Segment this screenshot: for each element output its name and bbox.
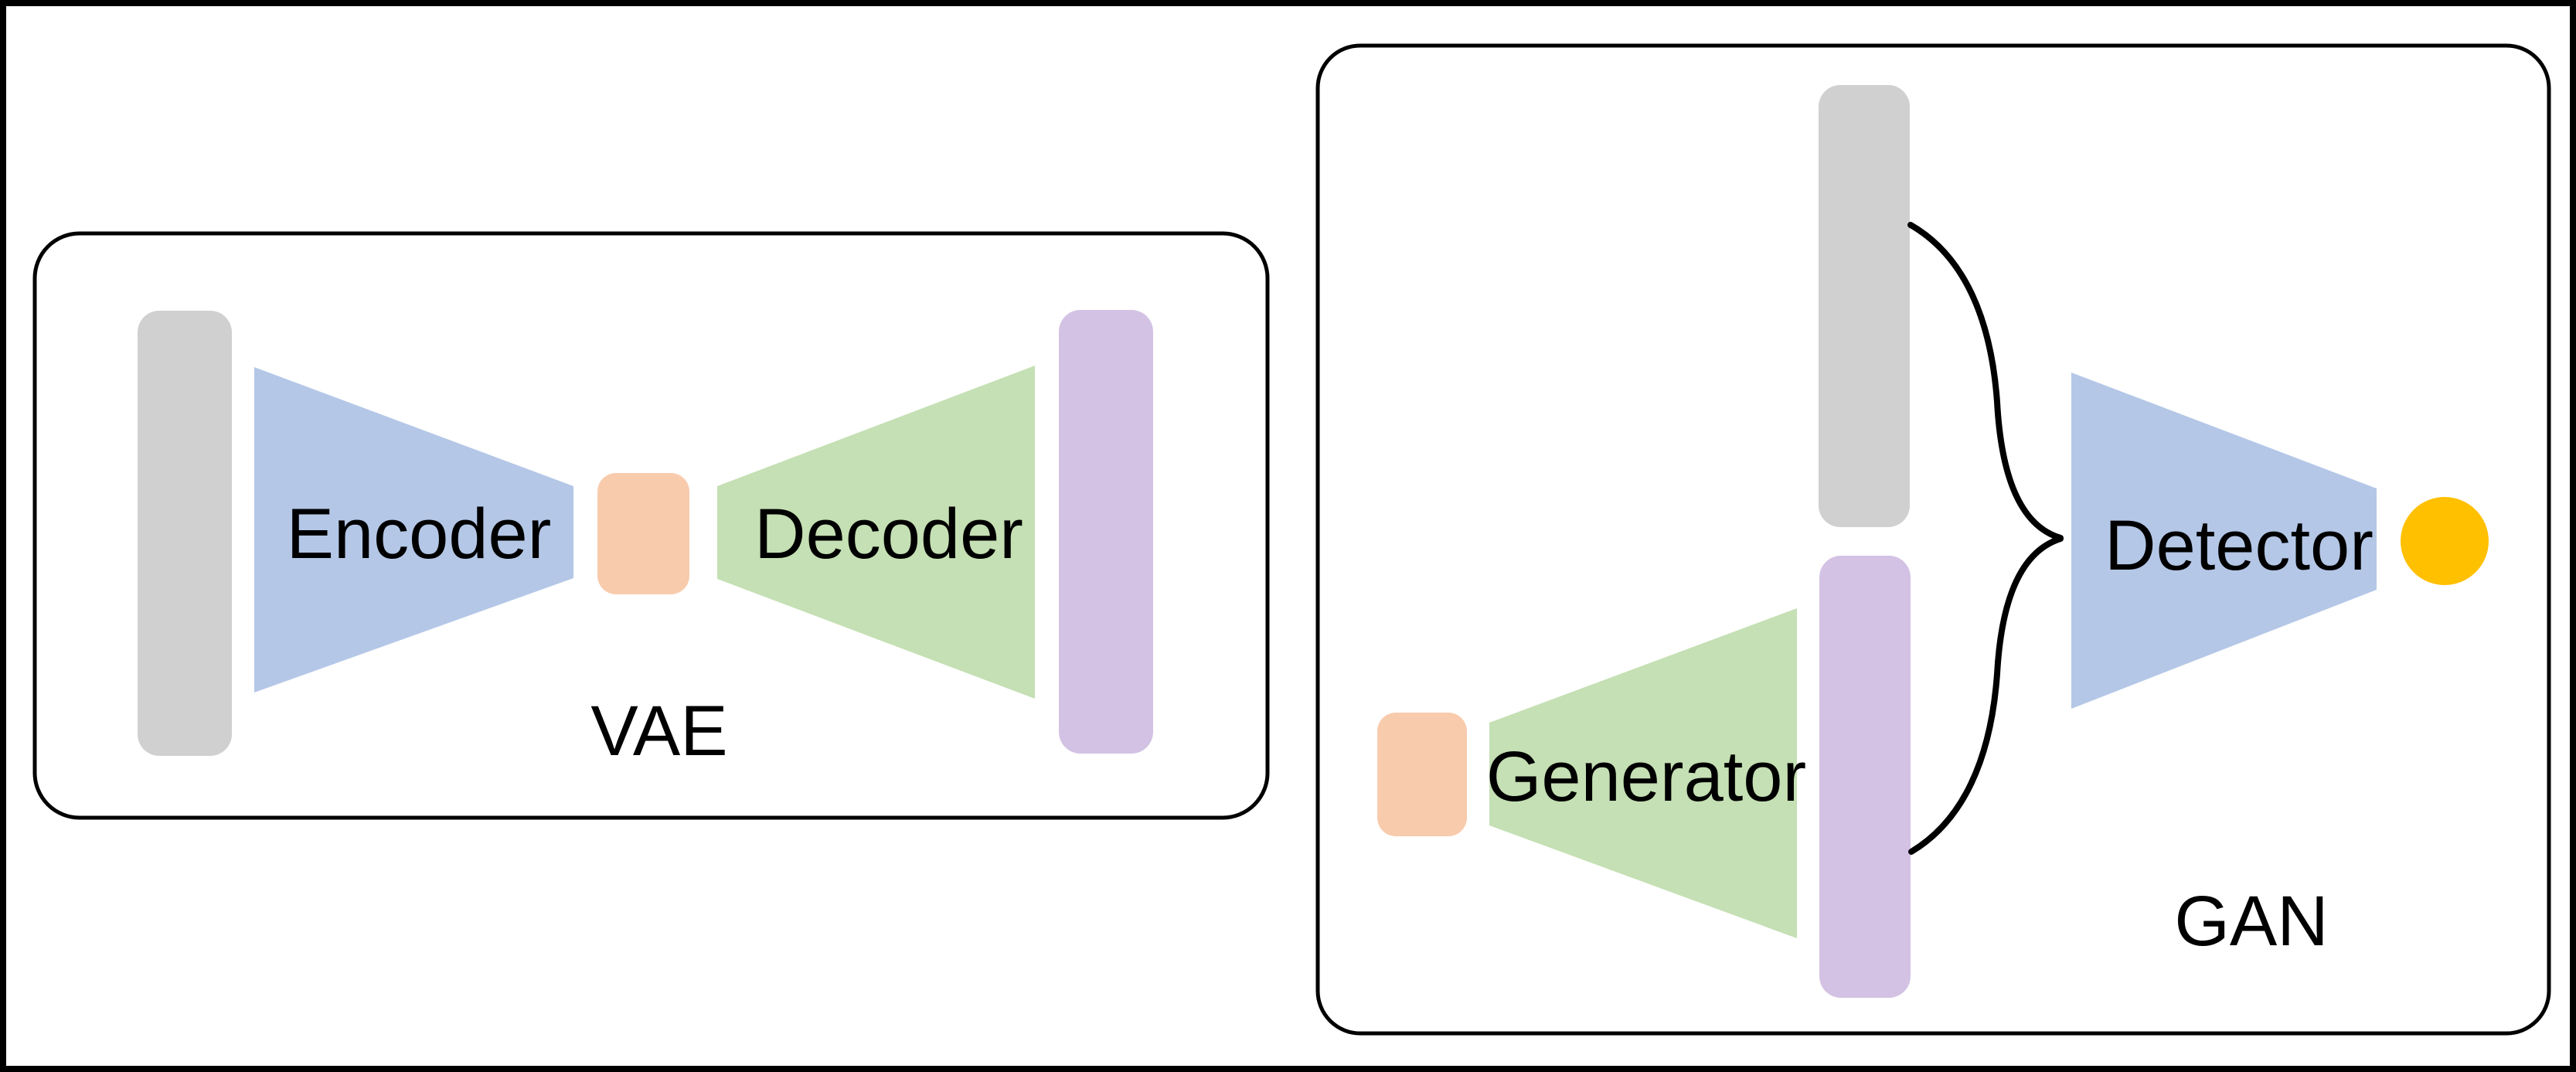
brace-lower-arm-icon: [1908, 536, 2064, 855]
gan-box-outline: [1315, 43, 2551, 1036]
gan-panel: Generator Detector GAN: [1315, 43, 2551, 1036]
vae-panel: Encoder Decoder VAE: [32, 231, 1270, 820]
detector-label: Detector: [2105, 506, 2374, 585]
generator-label: Generator: [1486, 737, 1806, 816]
brace-upper-arm-icon: [1907, 222, 2064, 541]
gan-generated-bar-icon: [1819, 556, 1911, 998]
vae-output-bar-icon: [1059, 310, 1153, 754]
vae-latent-block-icon: [597, 473, 689, 594]
vae-title: VAE: [590, 692, 727, 771]
gan-title: GAN: [2174, 882, 2328, 961]
decoder-label: Decoder: [754, 495, 1023, 573]
vae-input-bar-icon: [138, 311, 232, 756]
decoder-trapezoid-icon: [717, 366, 1035, 699]
generator-trapezoid-icon: [1489, 608, 1797, 938]
encoder-label: Encoder: [287, 495, 552, 573]
score-dot-icon: [2401, 497, 2489, 585]
encoder-trapezoid-icon: [254, 367, 573, 693]
gan-real-data-bar-icon: [1819, 85, 1910, 527]
gan-noise-block-icon: [1377, 713, 1467, 836]
vae-box-outline: [32, 231, 1270, 820]
detector-trapezoid-icon: [2071, 373, 2377, 709]
